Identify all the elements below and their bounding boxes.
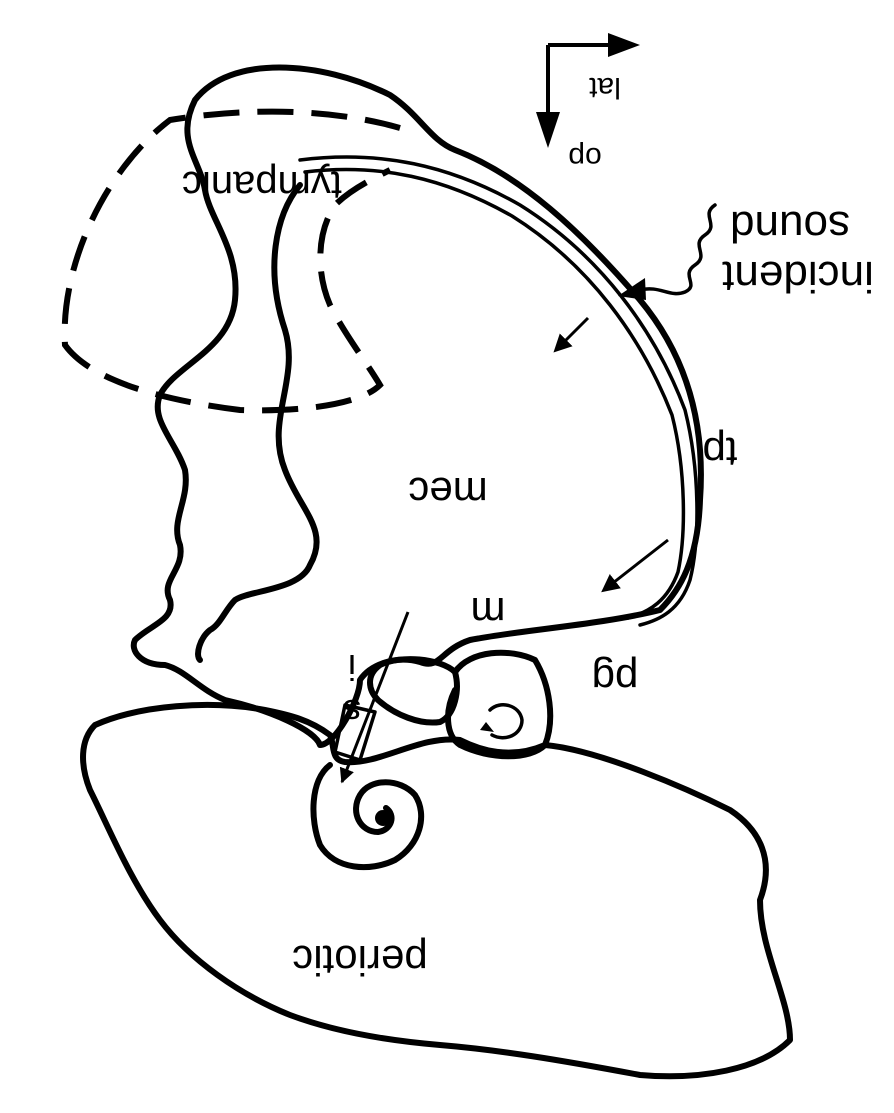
label-incident: incident: [722, 252, 874, 301]
pressure-arrow-upper: [553, 316, 590, 353]
pg-curl: [488, 703, 524, 740]
tympanic-membrane-inner: [303, 167, 686, 620]
incident-sound-arrowhead: [618, 278, 646, 300]
label-tympanic: tympanic: [182, 163, 342, 207]
label-periotic: periotic: [292, 937, 427, 984]
label-s: s: [343, 692, 361, 733]
tympanic-inner-wall: [195, 182, 320, 663]
tympanic-membrane-outer: [298, 155, 699, 627]
label-sound: sound: [730, 202, 850, 251]
axis-lat-arrowhead: [608, 33, 640, 57]
periotic-bone-outline: [80, 702, 793, 1080]
label-lat: lat: [588, 71, 620, 104]
dashed-cavity-outline: [61, 108, 401, 414]
label-tp: tp: [702, 429, 737, 476]
pg-curl-arrowhead: [480, 722, 494, 732]
label-m: m: [471, 589, 506, 636]
pressure-arrow-lower: [601, 538, 669, 593]
label-op: op: [568, 141, 601, 174]
cochlea-center: [375, 810, 391, 826]
ossicle-transmission-arrow: [339, 611, 410, 784]
label-pg: pg: [592, 656, 639, 703]
cochlea-spiral: [310, 762, 425, 871]
stapes: [333, 703, 377, 762]
label-mec: mec: [408, 469, 487, 516]
label-i: i: [348, 647, 356, 688]
malleus: [367, 656, 460, 726]
axis-op-arrowhead: [536, 112, 560, 148]
incident-sound-wave-arrow: [638, 203, 717, 296]
